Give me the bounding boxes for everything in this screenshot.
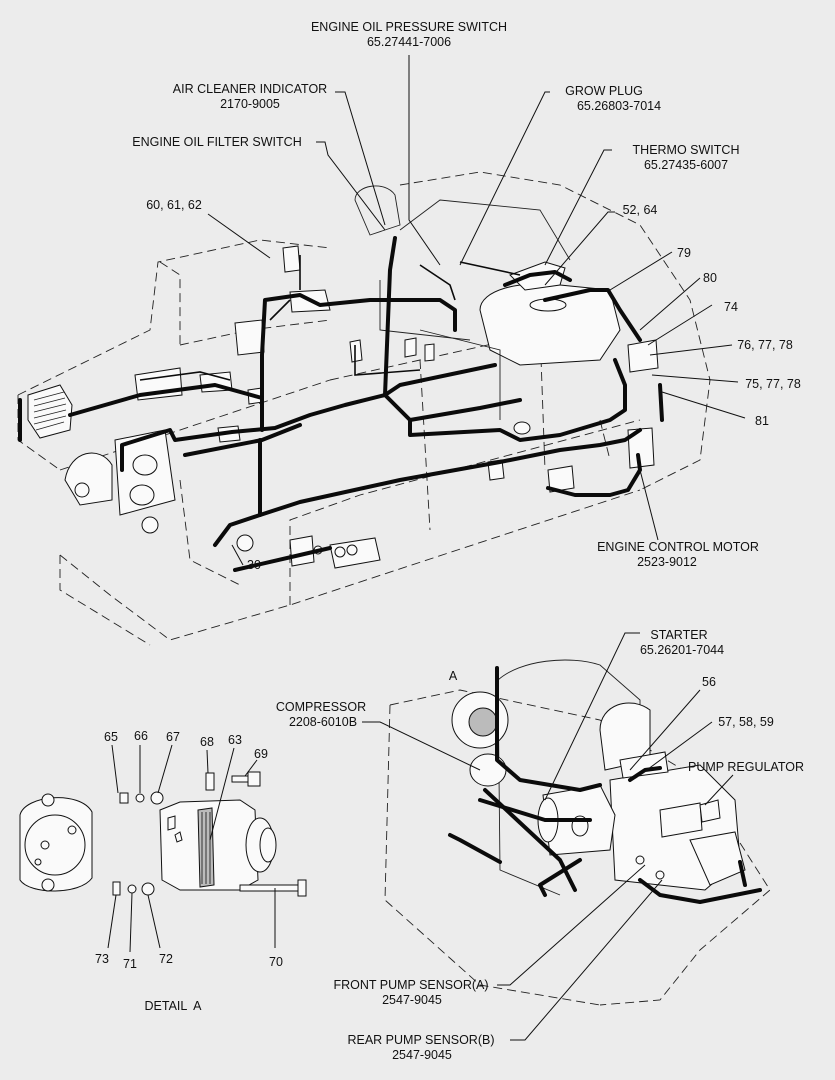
detail-marker-a: A: [449, 669, 458, 683]
callout-67: 67: [166, 730, 180, 744]
callout-80: 80: [703, 271, 717, 285]
callout-79: 79: [677, 246, 691, 260]
rear-pump-sensor-label: REAR PUMP SENSOR(B): [347, 1033, 494, 1047]
engine-block: [234, 185, 659, 493]
starter-label: STARTER: [650, 628, 707, 642]
engine-control-motor-label: ENGINE CONTROL MOTOR: [597, 540, 759, 554]
callout-30: 30: [247, 558, 261, 572]
callout-52-64: 52, 64: [623, 203, 658, 217]
front-pump-sensor-partno: 2547-9045: [382, 993, 442, 1007]
starter-partno: 65.26201-7044: [640, 643, 724, 657]
callout-71: 71: [123, 957, 137, 971]
main-harness: [18, 236, 664, 572]
detail-a-drawing: [19, 771, 307, 897]
callout-75-77-78: 75, 77, 78: [745, 377, 801, 391]
air-cleaner-indicator-partno: 2170-9005: [220, 97, 280, 111]
callout-72: 72: [159, 952, 173, 966]
engine-oil-pressure-switch-partno: 65.27441-7006: [367, 35, 451, 49]
engine-control-motor-partno: 2523-9012: [637, 555, 697, 569]
component-labels: ENGINE OIL PRESSURE SWITCH 65.27441-7006…: [132, 20, 804, 1062]
callout-60-61-62: 60, 61, 62: [146, 198, 202, 212]
callout-73: 73: [95, 952, 109, 966]
callout-56: 56: [702, 675, 716, 689]
front-pump-sensor-label: FRONT PUMP SENSOR(A): [333, 978, 488, 992]
callout-numbers: 60, 61, 62 52, 64 79 80 74 76, 77, 78 75…: [95, 198, 801, 1013]
pump-regulator-label: PUMP REGULATOR: [688, 760, 804, 774]
callout-57-58-59: 57, 58, 59: [718, 715, 774, 729]
grow-plug-partno: 65.26803-7014: [577, 99, 661, 113]
grow-plug-label: GROW PLUG: [565, 84, 643, 98]
callout-81: 81: [755, 414, 769, 428]
callout-68: 68: [200, 735, 214, 749]
callout-66: 66: [134, 729, 148, 743]
engine-oil-filter-switch-label: ENGINE OIL FILTER SWITCH: [132, 135, 301, 149]
thermo-switch-label: THERMO SWITCH: [633, 143, 740, 157]
callout-74: 74: [724, 300, 738, 314]
compressor-label: COMPRESSOR: [276, 700, 366, 714]
callout-69: 69: [254, 747, 268, 761]
callout-76-77-78: 76, 77, 78: [737, 338, 793, 352]
callout-70: 70: [269, 955, 283, 969]
pump-assembly: [384, 659, 771, 1006]
compressor-partno: 2208-6010B: [289, 715, 357, 729]
left-components: [27, 367, 264, 534]
callout-63: 63: [228, 733, 242, 747]
detail-a-title: DETAIL A: [145, 999, 203, 1013]
thermo-switch-partno: 65.27435-6007: [644, 158, 728, 172]
air-cleaner-indicator-label: AIR CLEANER INDICATOR: [173, 82, 327, 96]
callout-65: 65: [104, 730, 118, 744]
engine-oil-pressure-switch-label: ENGINE OIL PRESSURE SWITCH: [311, 20, 507, 34]
rear-pump-sensor-partno: 2547-9045: [392, 1048, 452, 1062]
machine-body-outline: [17, 171, 711, 646]
leader-lines: [107, 55, 746, 1041]
